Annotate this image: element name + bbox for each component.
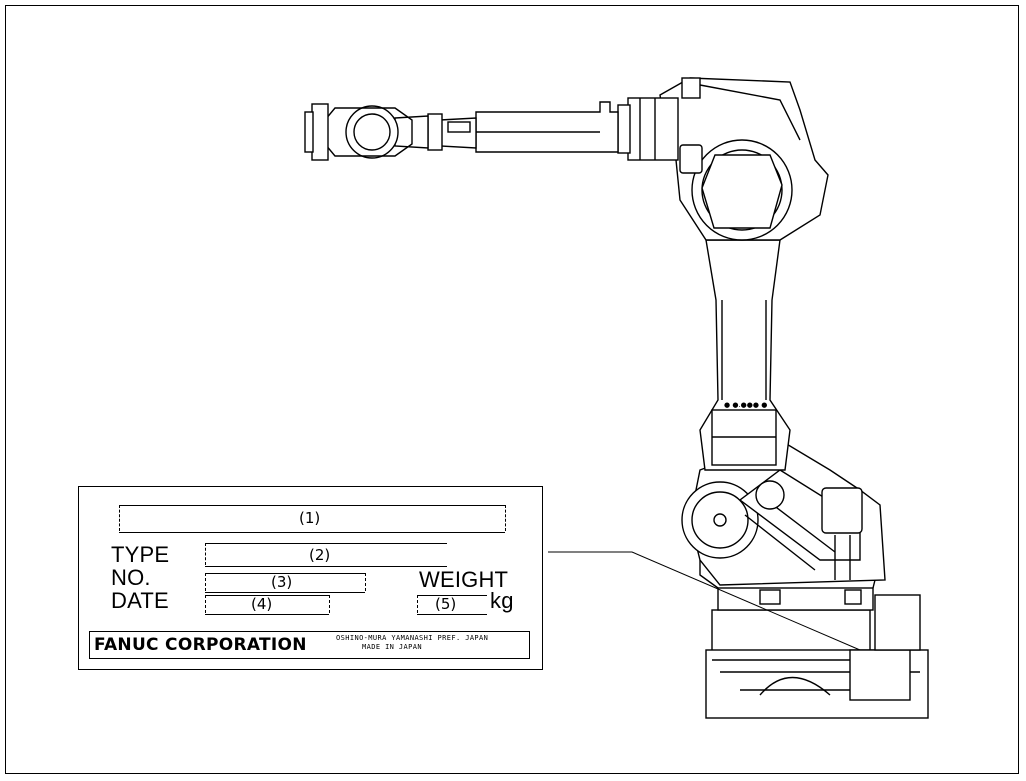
nameplate: (1) TYPE (2) NO. (3) WEIGHT DATE (4) (5)…	[78, 486, 543, 670]
callout-1: (1)	[293, 510, 327, 526]
robot-forearm	[427, 101, 619, 153]
robot-lower-housing	[681, 439, 886, 586]
field-4-right-edge	[329, 595, 330, 613]
weight-label: WEIGHT	[419, 567, 509, 592]
field-1-left-edge	[119, 505, 120, 531]
callout-5: (5)	[429, 596, 463, 612]
field-1	[119, 505, 505, 533]
robot-turntable	[699, 559, 881, 611]
field-4	[205, 595, 329, 615]
svg-text:● ●.●●● ●: ● ●.●●● ●	[724, 401, 767, 409]
field-4-left-edge	[205, 595, 206, 613]
company-band: FANUC CORPORATION OSHINO-MURA YAMANASHI …	[89, 631, 530, 659]
date-label: DATE	[111, 588, 169, 613]
field-3-right-edge	[365, 573, 366, 591]
drawing-frame	[5, 5, 1019, 774]
robot-base	[705, 594, 929, 719]
robot-wrist	[304, 103, 429, 161]
field-2	[205, 543, 447, 567]
robot-j4-unit	[617, 97, 679, 161]
field-5	[417, 595, 487, 615]
robot-lower-arm: ● ●.●●● ●	[699, 239, 791, 471]
address-line-2: MADE IN JAPAN	[362, 643, 422, 651]
callout-4: (4)	[245, 596, 279, 612]
leader-line	[548, 551, 861, 651]
weight-unit: kg	[490, 588, 514, 613]
field-2-left-edge	[205, 543, 206, 565]
address-line-1: OSHINO-MURA YAMANASHI PREF. JAPAN	[336, 634, 489, 642]
type-label: TYPE	[111, 542, 170, 567]
robot-upper-housing	[659, 77, 829, 241]
field-1-right-edge	[505, 505, 506, 531]
callout-2: (2)	[303, 547, 337, 563]
no-label: NO.	[111, 565, 151, 590]
company-name: FANUC CORPORATION	[94, 635, 307, 655]
field-3-left-edge	[205, 573, 206, 591]
field-3	[205, 573, 365, 593]
callout-3: (3)	[265, 574, 299, 590]
field-5-left-edge	[417, 595, 418, 613]
